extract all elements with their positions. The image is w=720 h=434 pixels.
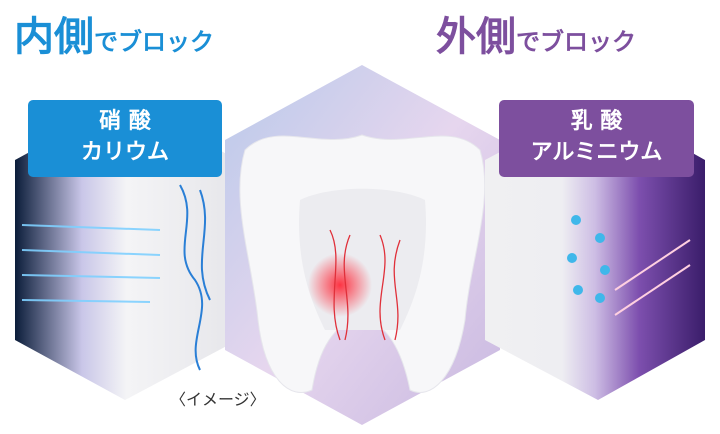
image-caption: 〈イメージ〉 [170, 390, 266, 409]
ingredient-left-line2: カリウム [80, 140, 169, 165]
ingredient-label-aluminum-lactate: 乳 酸 アルミニウム [499, 100, 694, 177]
ingredient-right-line1: 乳 酸 [570, 109, 623, 134]
ingredient-left-line1: 硝 酸 [99, 109, 151, 134]
headline-inner-block: 内側でブロック [14, 4, 214, 62]
ingredient-label-potassium-nitrate: 硝 酸 カリウム [28, 100, 222, 177]
ingredient-right-line2: アルミニウム [530, 140, 663, 165]
blocking-particles [567, 215, 610, 303]
headline-outer-block: 外側でブロック [436, 4, 636, 62]
headline-outer-main: 外側 [436, 14, 516, 60]
center-hexagon [225, 65, 500, 425]
headline-outer-sub: でブロック [516, 28, 636, 56]
headline-inner-main: 内側 [14, 14, 94, 60]
headline-inner-sub: でブロック [94, 28, 214, 56]
